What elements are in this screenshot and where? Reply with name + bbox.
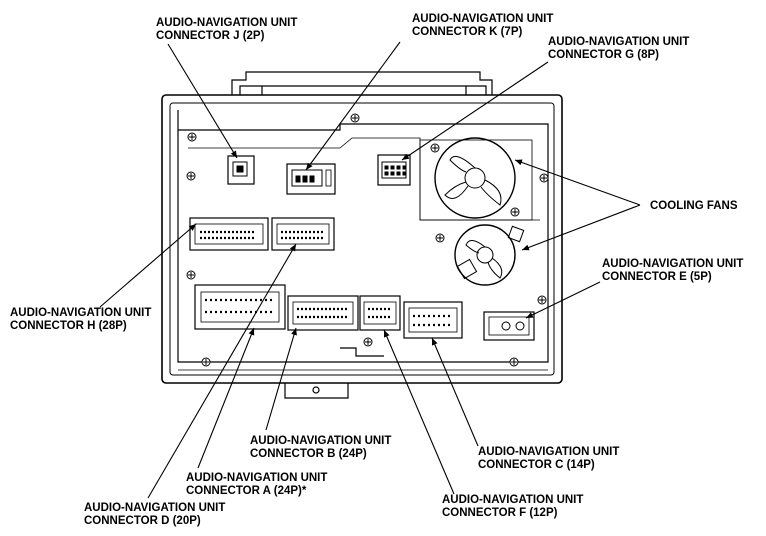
- callout-line-1: AUDIO-NAVIGATION UNIT: [10, 307, 152, 319]
- callout-line-2: CONNECTOR F (12P): [442, 507, 558, 519]
- callout-line-1: AUDIO-NAVIGATION UNIT: [156, 17, 298, 29]
- bottom-bracket: [284, 347, 384, 399]
- callout-connector-f: AUDIO-NAVIGATION UNIT CONNECTOR F (12P): [442, 494, 583, 520]
- callout-line-1: AUDIO-NAVIGATION UNIT: [412, 13, 554, 25]
- connector-b: [287, 295, 359, 331]
- callout-line-1: AUDIO-NAVIGATION UNIT: [84, 502, 226, 514]
- connector-f: [359, 295, 401, 331]
- callout-connector-a: AUDIO-NAVIGATION UNIT CONNECTOR A (24P)*: [186, 472, 327, 498]
- callout-connector-b: AUDIO-NAVIGATION UNIT CONNECTOR B (24P): [250, 435, 391, 461]
- callout-line-1: COOLING FANS: [650, 200, 738, 212]
- callout-connector-e: AUDIO-NAVIGATION UNIT CONNECTOR E (5P): [602, 258, 743, 284]
- callout-line-1: AUDIO-NAVIGATION UNIT: [442, 494, 584, 506]
- callout-line-1: AUDIO-NAVIGATION UNIT: [478, 446, 620, 458]
- callout-connector-d: AUDIO-NAVIGATION UNIT CONNECTOR D (20P): [84, 502, 225, 528]
- callout-line-1: AUDIO-NAVIGATION UNIT: [250, 435, 392, 447]
- callout-line-1: AUDIO-NAVIGATION UNIT: [186, 472, 328, 484]
- callout-line-2: CONNECTOR E (5P): [602, 271, 712, 283]
- callout-connector-j: AUDIO-NAVIGATION UNIT CONNECTOR J (2P): [156, 17, 297, 43]
- cooling-fan-lower: [454, 224, 525, 286]
- callout-line-2: CONNECTOR D (20P): [84, 515, 201, 527]
- leader-lines: [99, 41, 641, 499]
- connector-c: [403, 301, 463, 339]
- callout-line-2: CONNECTOR J (2P): [156, 30, 265, 42]
- callout-line-2: CONNECTOR A (24P)*: [186, 485, 307, 497]
- connector-g: [377, 154, 411, 186]
- connector-d: [194, 284, 286, 330]
- cooling-fan-upper: [419, 137, 533, 221]
- callout-line-2: CONNECTOR C (14P): [478, 459, 595, 471]
- callout-connector-g: AUDIO-NAVIGATION UNIT CONNECTOR G (8P): [548, 36, 689, 62]
- callout-line-2: CONNECTOR H (28P): [10, 320, 127, 332]
- callout-cooling-fans: COOLING FANS: [650, 200, 738, 213]
- connector-h: [189, 217, 335, 251]
- callout-line-2: CONNECTOR K (7P): [412, 26, 523, 38]
- callout-connector-k: AUDIO-NAVIGATION UNIT CONNECTOR K (7P): [412, 13, 553, 39]
- callout-line-1: AUDIO-NAVIGATION UNIT: [548, 36, 690, 48]
- connector-j: [227, 155, 255, 185]
- connector-e: [483, 311, 535, 341]
- callout-connector-h: AUDIO-NAVIGATION UNIT CONNECTOR H (28P): [10, 307, 151, 333]
- callout-connector-c: AUDIO-NAVIGATION UNIT CONNECTOR C (14P): [478, 446, 619, 472]
- callout-line-2: CONNECTOR B (24P): [250, 448, 367, 460]
- housing-screws: [186, 113, 549, 367]
- connector-k: [286, 163, 336, 195]
- top-bracket: [231, 71, 493, 95]
- callout-line-1: AUDIO-NAVIGATION UNIT: [602, 258, 744, 270]
- callout-line-2: CONNECTOR G (8P): [548, 49, 659, 61]
